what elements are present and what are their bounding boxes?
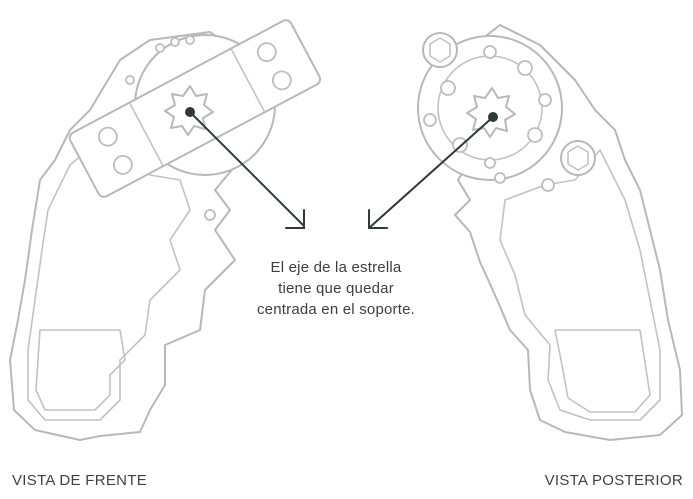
back-arm-inner bbox=[499, 149, 661, 421]
front-hole-2 bbox=[113, 155, 133, 175]
caption-line-1: El eje de la estrella bbox=[270, 259, 402, 276]
back-bolt-top-left bbox=[422, 32, 458, 68]
front-view bbox=[9, 19, 322, 441]
back-view bbox=[417, 24, 683, 441]
back-arrow-line bbox=[368, 116, 494, 229]
caption-line-3: centrada en el soporte. bbox=[256, 301, 416, 318]
instruction-caption: El eje de la estrella tiene que quedar c… bbox=[216, 257, 456, 320]
front-arrow-head bbox=[285, 209, 305, 229]
back-view-label: VISTA POSTERIOR bbox=[544, 472, 683, 489]
front-hole-4 bbox=[271, 70, 292, 91]
front-arm-inner-2 bbox=[35, 329, 126, 411]
caption-line-2: tiene que quedar bbox=[278, 280, 394, 297]
front-hole-3 bbox=[256, 42, 277, 63]
back-arm-inner-2 bbox=[554, 329, 651, 413]
front-view-label: VISTA DE FRENTE bbox=[12, 472, 148, 489]
pointer-arrows bbox=[185, 107, 498, 229]
front-hole-1 bbox=[98, 126, 118, 147]
front-arrow-line bbox=[189, 111, 305, 227]
front-arm-inner bbox=[27, 139, 191, 421]
back-bolt-lower-right bbox=[560, 140, 596, 176]
back-arrow-head bbox=[368, 209, 388, 229]
